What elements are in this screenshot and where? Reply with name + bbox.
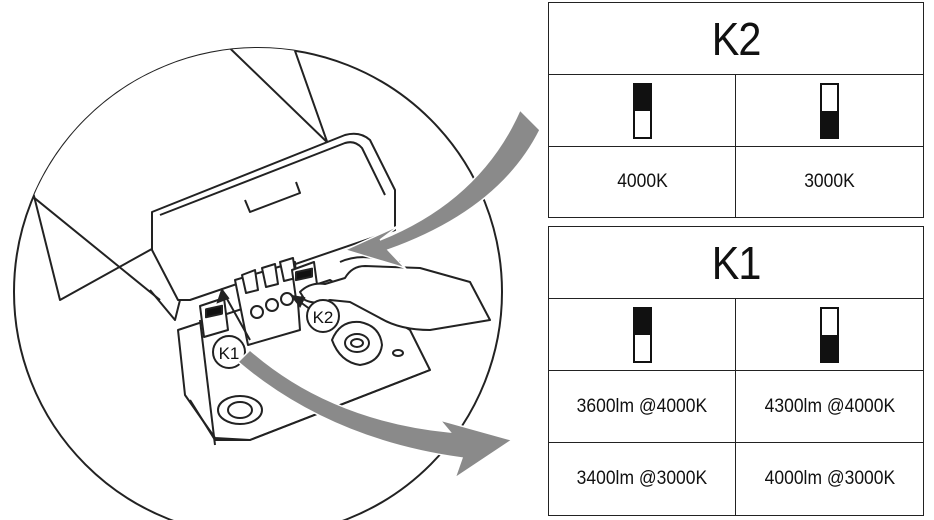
k1-switch-row <box>549 299 923 371</box>
callout-k1: K1 <box>212 335 246 369</box>
switch-up-icon <box>632 82 652 139</box>
switch-down-icon <box>820 82 839 139</box>
switch-down-icon <box>820 306 839 363</box>
k1-row2-left: 3400lm @3000K <box>576 468 708 489</box>
k2-switch-row <box>549 75 923 147</box>
terminal-cover <box>151 132 396 301</box>
k1-table: K1 3600lm @4000K 4300lm @4000K 3400lm @3… <box>548 226 924 516</box>
k1-title-row: K1 <box>549 227 923 299</box>
k2-left-value: 4000K <box>616 171 668 192</box>
k1-value-row-1: 3600lm @4000K 4300lm @4000K <box>549 371 923 443</box>
callout-k2-label: K2 <box>313 308 334 327</box>
k1-row1-right: 4300lm @4000K <box>764 395 895 417</box>
driver-illustration: K1 K2 <box>13 47 540 520</box>
k2-title: K2 <box>711 12 762 65</box>
k1-value-row-2: 3400lm @3000K 4000lm @3000K <box>549 443 923 515</box>
callout-k2: K2 <box>306 299 340 333</box>
k2-value-row: 4000K 3000K <box>549 147 923 217</box>
switch-k1 <box>199 297 229 338</box>
k1-title: K1 <box>711 236 762 289</box>
terminal-knob <box>331 320 404 366</box>
pointer-arrow-k2 <box>342 108 540 270</box>
dip-switch-block <box>234 257 301 346</box>
k2-table: K2 4000K 3000K <box>548 2 924 218</box>
callout-k1-label: K1 <box>219 344 240 363</box>
screw-hole <box>217 395 263 425</box>
switch-up-icon <box>632 306 652 363</box>
k1-row1-left: 3600lm @4000K <box>576 395 708 417</box>
k2-right-value: 3000K <box>804 171 855 192</box>
pointer-arrow-k1 <box>236 348 514 480</box>
k2-title-row: K2 <box>549 3 923 75</box>
k1-row2-right: 4000lm @3000K <box>764 468 895 489</box>
